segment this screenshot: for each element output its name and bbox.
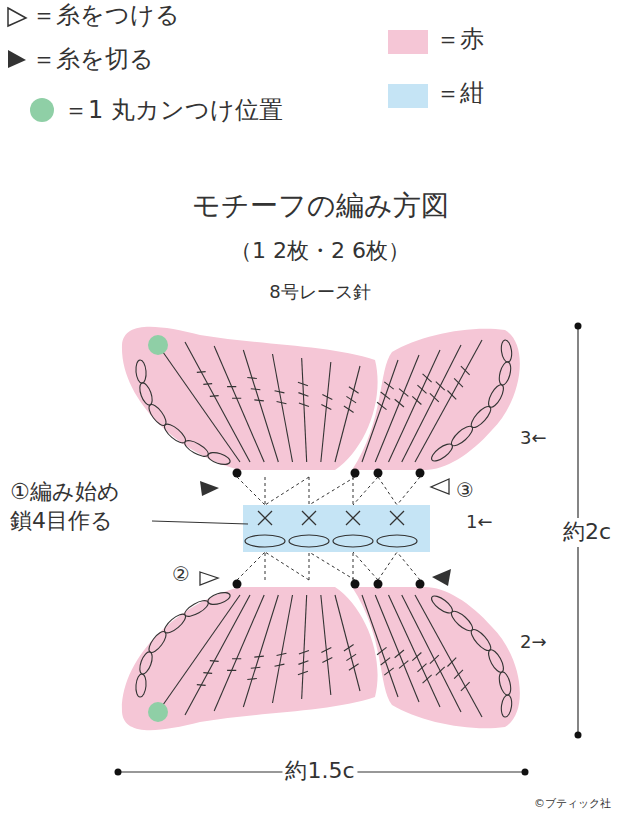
diagram-title: モチーフの編み方図 <box>192 188 449 224</box>
legend-text: ＝1 丸カンつけ位置 <box>64 95 283 126</box>
callout-number: ② <box>172 561 190 587</box>
legend-swatch <box>388 84 428 108</box>
ring-position-dot <box>148 702 168 722</box>
dimension-lines <box>115 323 582 776</box>
stitch-symbols <box>135 590 513 717</box>
wing <box>352 587 520 728</box>
join-lines <box>237 477 420 505</box>
leader-line <box>152 521 248 524</box>
wing <box>352 329 520 470</box>
ring-position-dot <box>148 335 168 355</box>
legend-text: ＝糸をつける <box>32 0 180 31</box>
stitch-symbols <box>135 339 513 466</box>
row-number: 1← <box>466 510 493 533</box>
subtitle: （1 2枚・2 6枚） <box>230 237 410 266</box>
upper-wings <box>122 327 520 505</box>
cut-thread-symbol <box>8 50 26 68</box>
wing <box>122 587 378 730</box>
join-lines <box>237 552 420 580</box>
legend-text: ＝赤 <box>436 24 484 55</box>
slip-stitch-dot <box>351 580 360 589</box>
callout-number: ③ <box>456 477 474 503</box>
needle-note: 8号レース針 <box>269 280 370 303</box>
wing <box>122 327 378 470</box>
slip-stitch-dot <box>374 580 383 589</box>
legend-text: ＝紺 <box>436 78 484 109</box>
row-number: 3← <box>520 426 547 449</box>
slip-stitch-dot <box>416 469 425 478</box>
center-band <box>243 505 430 552</box>
dimension-label: 約1.5c <box>282 757 357 786</box>
copyright: ©ブティック社 <box>534 797 611 811</box>
band-stitches <box>245 511 417 547</box>
start-callout: ①編み始め 鎖4目作る <box>10 478 148 535</box>
row-number: 2→ <box>520 630 547 653</box>
join-thread-symbol <box>8 8 26 26</box>
legend-text: ＝糸を切る <box>32 44 154 75</box>
lower-wings <box>122 552 520 730</box>
slip-stitch-dot <box>351 469 360 478</box>
dimension-label: 約2c <box>560 518 614 547</box>
slip-stitch-dot <box>374 469 383 478</box>
cut-thread-mark <box>200 481 219 496</box>
join-thread-mark <box>431 479 449 494</box>
legend-swatch <box>388 30 428 54</box>
slip-stitch-dot <box>233 580 242 589</box>
join-thread-mark <box>200 572 218 585</box>
ring-position-symbol <box>30 98 54 122</box>
slip-stitch-dot <box>416 580 425 589</box>
cut-thread-mark <box>432 569 451 586</box>
slip-stitch-dot <box>233 469 242 478</box>
